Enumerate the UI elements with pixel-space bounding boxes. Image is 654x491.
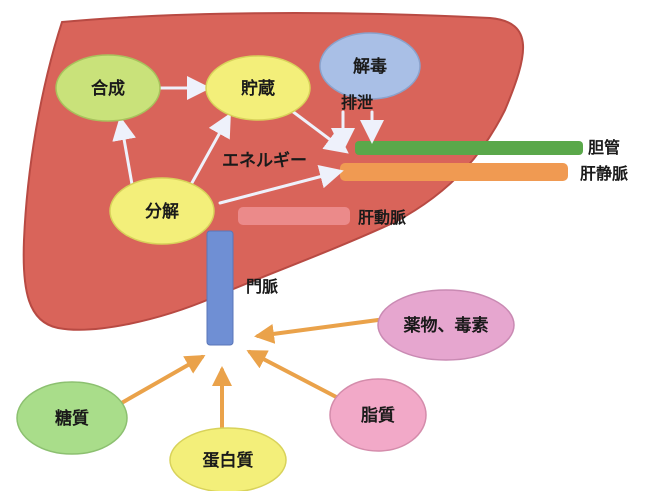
storage-label: 貯蔵 [241, 78, 275, 99]
protein-label: 蛋白質 [203, 450, 254, 471]
oval-synthesis: 合成 [56, 55, 160, 121]
hepatic-artery-label: 肝動脈 [358, 208, 406, 227]
portal-vein [207, 231, 233, 345]
arrow-lipid-to-portal [250, 352, 342, 400]
lipid-label: 脂質 [361, 405, 395, 426]
bile-duct-label: 胆管 [588, 138, 620, 157]
oval-decomposition: 分解 [110, 178, 214, 244]
synthesis-label: 合成 [91, 78, 125, 99]
arrow-sugar-to-portal [118, 357, 202, 405]
sugar-label: 糖質 [55, 408, 89, 429]
hepatic-artery [238, 207, 350, 225]
oval-storage: 貯蔵 [206, 56, 310, 120]
drugs-toxins-label: 薬物、毒素 [404, 315, 489, 336]
arrow-drugs-to-portal [258, 320, 378, 336]
oval-drugs-toxins: 薬物、毒素 [378, 290, 514, 360]
oval-protein: 蛋白質 [170, 428, 286, 491]
oval-lipid: 脂質 [330, 379, 426, 451]
hepatic-vein-label: 肝静脈 [580, 164, 628, 183]
oval-sugar: 糖質 [17, 382, 127, 454]
energy-label: エネルギー [222, 151, 307, 171]
oval-detox: 解毒 [320, 33, 420, 99]
detox-label: 解毒 [353, 56, 387, 77]
decomposition-label: 分解 [145, 201, 179, 222]
portal-vein-label: 門脈 [246, 277, 278, 296]
excretion-label: 排泄 [341, 93, 373, 112]
hepatic-vein [340, 163, 568, 181]
bile-duct [355, 141, 583, 155]
